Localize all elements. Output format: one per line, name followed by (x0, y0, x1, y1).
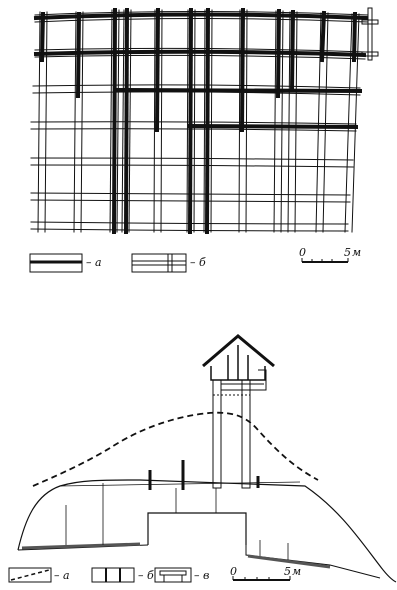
central-platform (147, 512, 247, 545)
section-scale-bar: 0 5 м (230, 565, 301, 581)
plan-scale-end: 5 (344, 246, 351, 259)
section-scale-end: 5 (284, 565, 291, 578)
section-legend: – а – б – в 0 5 м (8, 565, 301, 583)
plan-legend-label-a: – а (86, 256, 102, 269)
tower-roof (202, 334, 275, 381)
plan-legend: – а – б 0 5 м (29, 246, 361, 273)
ground-hatch-right (247, 554, 331, 569)
section-scale-unit: м (292, 565, 301, 578)
section-legend-item-c: – в (154, 567, 209, 583)
plan-legend-label-b: – б (190, 256, 206, 269)
section-posts (65, 460, 289, 560)
plan-bold-verticals (39, 7, 358, 235)
mound-inner-layer (59, 481, 301, 487)
ground-hatch-left (21, 542, 141, 550)
embankment-dashed-outline (32, 411, 319, 487)
plan-grid (30, 7, 379, 235)
section-base-right (245, 545, 381, 579)
section-legend-label-b: – б (138, 569, 154, 582)
section-legend-item-a: – а (8, 567, 70, 583)
plan-legend-item-b: – б (131, 253, 206, 273)
section-scale-start: 0 (230, 565, 237, 578)
section-legend-label-a: – а (54, 569, 70, 582)
section-legend-item-b: – б (91, 567, 154, 583)
plan-scale-bar: 0 5 м (299, 246, 361, 263)
plan-scale-unit: м (352, 246, 361, 259)
plan-scale-start: 0 (299, 246, 306, 259)
section-drawing (17, 334, 397, 583)
plan-bold-beams (33, 12, 369, 130)
section-legend-label-c: – в (194, 569, 209, 582)
mound-surface (17, 479, 397, 583)
plan-vertical-beams (37, 9, 360, 233)
plan-corner-post (361, 7, 379, 61)
tower-body (212, 369, 267, 489)
plan-legend-item-a: – а (29, 253, 102, 273)
